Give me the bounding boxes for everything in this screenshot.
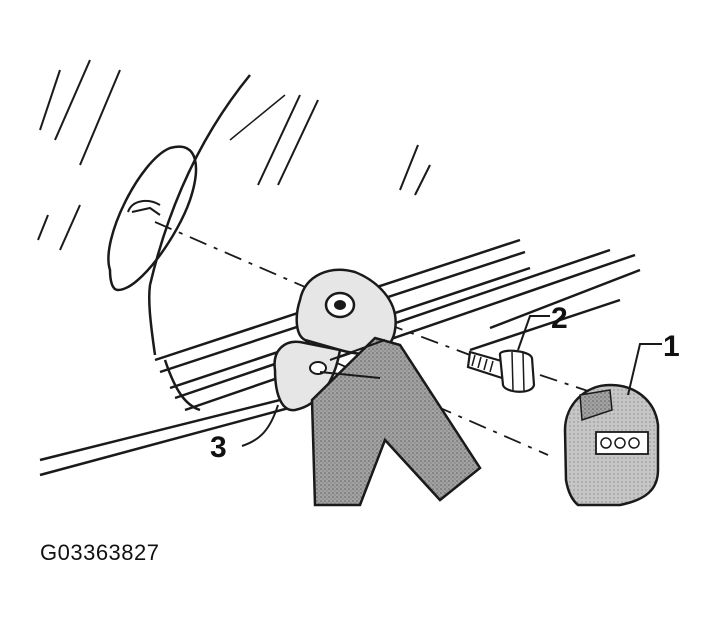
leader-line-3: [241, 404, 279, 447]
leader-line-1: [627, 343, 662, 396]
callout-3: 3: [210, 431, 227, 464]
seatbelt-webbing: [310, 336, 482, 507]
bolt: [466, 349, 536, 393]
door-pillar: [147, 74, 251, 412]
window-glass: [37, 59, 431, 251]
figure-id: G03363827: [40, 540, 160, 565]
pillar-oval-cutout: [107, 145, 198, 292]
trim-cover: [563, 383, 660, 507]
anchor-bracket: [273, 268, 397, 412]
leader-line-2: [517, 315, 550, 351]
callout-2: 2: [551, 302, 568, 335]
callout-1: 1: [663, 330, 680, 363]
leader-lines: [241, 315, 662, 447]
